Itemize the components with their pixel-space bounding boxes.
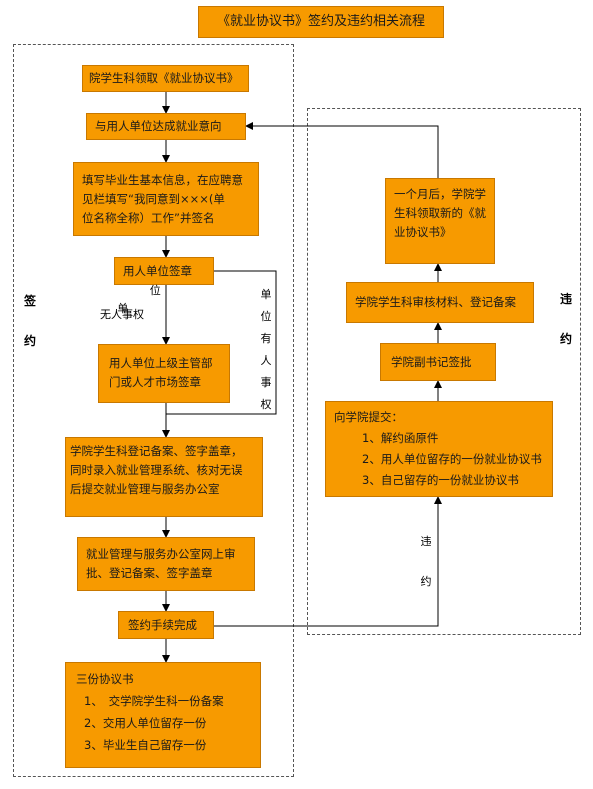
breach-step-2: 学院副书记签批 bbox=[380, 343, 496, 381]
branch-label-has-hr: 单 位 有 人 事 权 bbox=[256, 284, 276, 416]
sign-step-5: 用人单位上级主管部 门或人才市场签章 bbox=[98, 344, 230, 403]
breach-step-1-line-4: 3、自己留存的一份就业协议书 bbox=[362, 473, 519, 487]
breach-step-4: 一个月后，学院学 生科领取新的《就 业协议书》 bbox=[385, 178, 495, 264]
breach-arrow-label-2: 约 bbox=[420, 575, 432, 588]
sign-region bbox=[13, 44, 294, 777]
sign-step-7: 就业管理与服务办公室网上审 批、登记备案、签字盖章 bbox=[77, 537, 255, 591]
breach-step-2-text: 学院副书记签批 bbox=[391, 355, 472, 369]
breach-step-4-line-2: 生科领取新的《就 bbox=[394, 206, 486, 220]
breach-step-4-line-3: 业协议书》 bbox=[394, 225, 452, 239]
breach-step-4-line-1: 一个月后，学院学 bbox=[394, 187, 486, 201]
breach-arrow-label-1: 违 bbox=[420, 535, 432, 548]
sign-step-2-text: 与用人单位达成就业意向 bbox=[95, 119, 222, 133]
breach-arrow-label: 违 约 bbox=[418, 532, 434, 592]
sign-step-9-line-1: 三份协议书 bbox=[76, 672, 134, 686]
breach-region-label-1: 违 bbox=[560, 292, 573, 306]
sign-step-3-line-2: 见栏填写“我同意到×××(单 bbox=[82, 192, 225, 206]
sign-step-6: 学院学生科登记备案、签字盖章， 同时录入就业管理系统、核对无误 后提交就业管理与… bbox=[65, 437, 263, 517]
sign-step-8-text: 签约手续完成 bbox=[128, 618, 197, 632]
sign-step-4: 用人单位签章 bbox=[114, 257, 214, 285]
sign-step-1: 院学生科领取《就业协议书》 bbox=[82, 65, 249, 92]
sign-step-9-line-3: 2、交用人单位留存一份 bbox=[84, 716, 207, 730]
branch-label-has-hr-2: 位 bbox=[260, 310, 272, 323]
sign-step-3-line-3: 位名称全称）工作”并签名 bbox=[82, 211, 215, 225]
branch-label-has-hr-4: 人 bbox=[260, 354, 272, 367]
sign-step-8: 签约手续完成 bbox=[118, 611, 214, 639]
branch-label-no-hr-2: 位 bbox=[149, 284, 161, 297]
sign-step-9-line-2: 1、 交学院学生科一份备案 bbox=[84, 694, 224, 708]
sign-step-6-line-3: 后提交就业管理与服务办公室 bbox=[70, 482, 220, 496]
branch-label-has-hr-3: 有 bbox=[260, 332, 272, 345]
arrow-bypass bbox=[166, 270, 277, 415]
sign-step-2: 与用人单位达成就业意向 bbox=[86, 113, 246, 140]
breach-region-label-2: 约 bbox=[560, 332, 573, 346]
branch-label-no-hr-1: 单 bbox=[117, 302, 129, 315]
sign-step-6-line-1: 学院学生科登记备案、签字盖章， bbox=[70, 444, 243, 458]
sign-step-5-line-1: 用人单位上级主管部 bbox=[109, 356, 213, 370]
diagram-title: 《就业协议书》签约及违约相关流程 bbox=[198, 6, 444, 38]
branch-label-no-hr-3: 无人事权 bbox=[100, 308, 144, 321]
arrow-b4-back bbox=[245, 122, 439, 178]
breach-step-1-line-3: 2、用人单位留存的一份就业协议书 bbox=[362, 452, 542, 466]
sign-step-9-line-4: 3、毕业生自己留存一份 bbox=[84, 738, 207, 752]
sign-step-4-text: 用人单位签章 bbox=[123, 264, 192, 278]
branch-label-has-hr-1: 单 bbox=[260, 288, 272, 301]
branch-label-no-hr: 单 位 无人事权 bbox=[92, 284, 161, 324]
sign-step-5-line-2: 门或人才市场签章 bbox=[109, 375, 201, 389]
sign-region-label-1: 签 bbox=[24, 294, 37, 308]
sign-step-7-line-2: 批、登记备案、签字盖章 bbox=[86, 566, 213, 580]
sign-step-1-text: 院学生科领取《就业协议书》 bbox=[89, 71, 239, 85]
sign-step-7-line-1: 就业管理与服务办公室网上审 bbox=[86, 547, 236, 561]
branch-label-has-hr-6: 权 bbox=[260, 398, 272, 411]
breach-step-3: 学院学生科审核材料、登记备案 bbox=[346, 282, 534, 323]
arrow-breach-start bbox=[214, 496, 442, 627]
sign-step-6-line-2: 同时录入就业管理系统、核对无误 bbox=[70, 463, 243, 477]
breach-step-1: 向学院提交： 1、解约函原件 2、用人单位留存的一份就业协议书 3、自己留存的一… bbox=[325, 401, 553, 497]
sign-step-3: 填写毕业生基本信息，在应聘意 见栏填写“我同意到×××(单 位名称全称）工作”并… bbox=[73, 162, 259, 236]
sign-region-label-2: 约 bbox=[24, 334, 37, 348]
breach-step-3-text: 学院学生科审核材料、登记备案 bbox=[355, 295, 516, 309]
breach-region bbox=[307, 108, 581, 635]
breach-step-1-line-1: 向学院提交： bbox=[334, 410, 403, 424]
sign-step-3-line-1: 填写毕业生基本信息，在应聘意 bbox=[82, 173, 243, 187]
branch-label-has-hr-5: 事 bbox=[260, 376, 272, 389]
breach-step-1-line-2: 1、解约函原件 bbox=[362, 431, 439, 445]
sign-step-9: 三份协议书 1、 交学院学生科一份备案 2、交用人单位留存一份 3、毕业生自己留… bbox=[65, 662, 261, 768]
